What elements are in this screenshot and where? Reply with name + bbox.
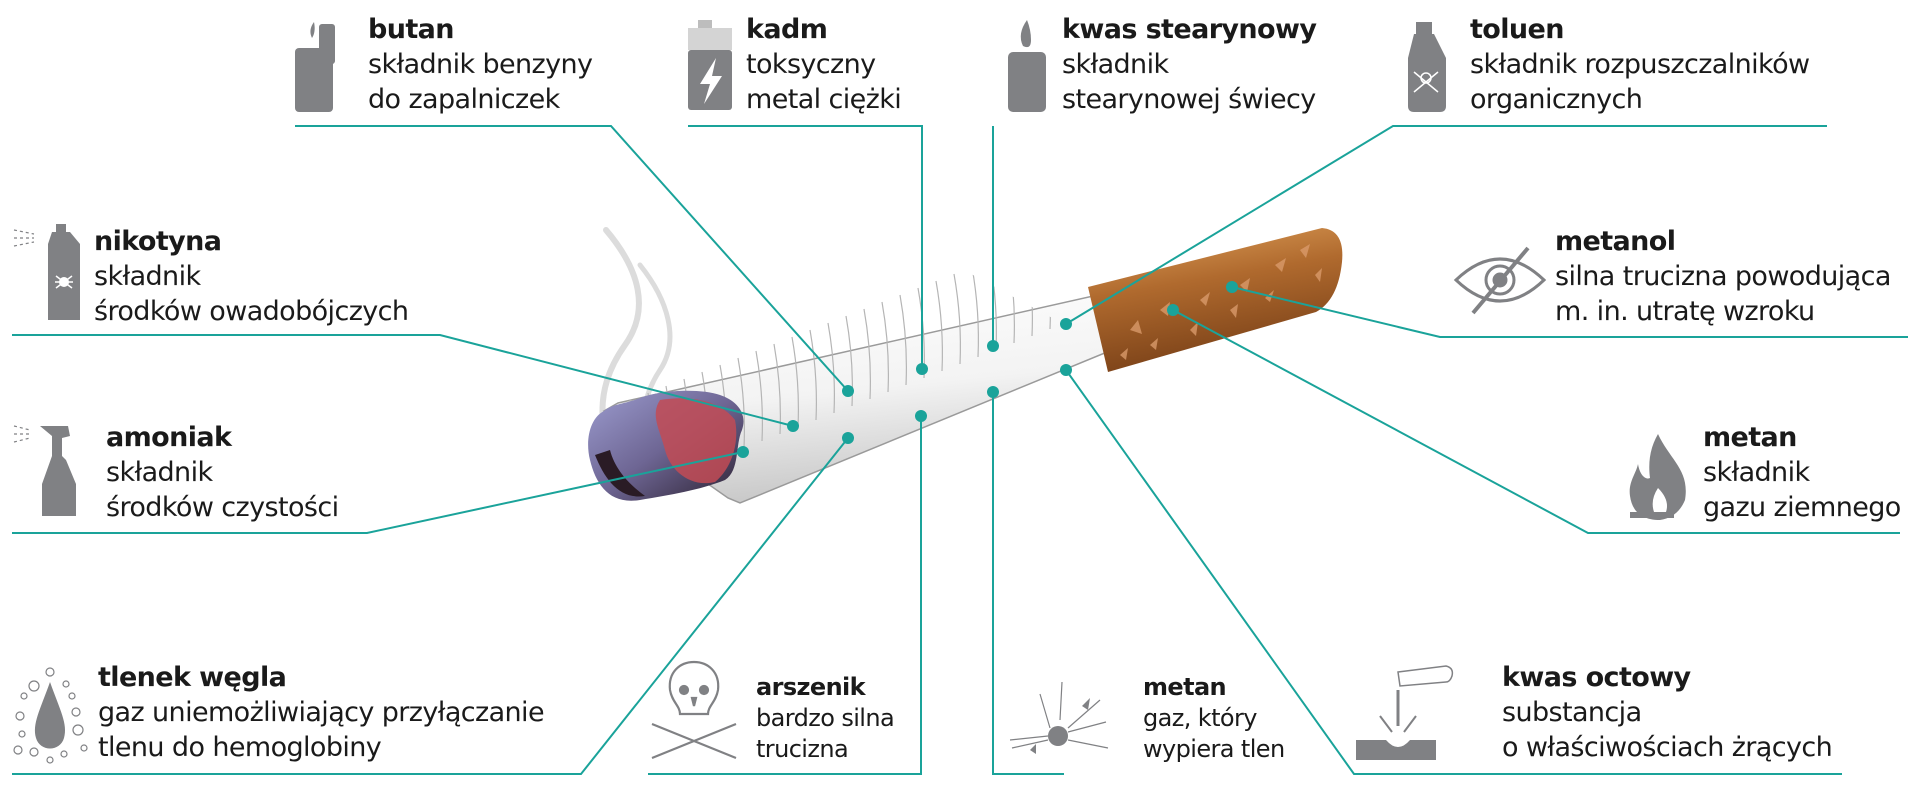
connector-toluen: [1065, 125, 1827, 325]
connector-arszenik: [648, 416, 922, 775]
insecticide-spray-icon: [13, 224, 80, 320]
substance-title: arszenik: [756, 673, 866, 701]
substance-desc-line: bardzo silna: [756, 704, 895, 732]
substance-title: amoniak: [106, 422, 232, 453]
connector-kadm: [688, 125, 923, 369]
substance-desc-line: składnik: [1703, 457, 1810, 488]
flame-icon: [1629, 434, 1686, 520]
substance-desc-line: o właściwościach żrących: [1502, 732, 1833, 763]
connector-butan: [295, 125, 849, 392]
substance-desc-line: gazu ziemnego: [1703, 492, 1901, 523]
substance-desc-line: składnik rozpuszczalników: [1470, 49, 1810, 80]
substance-title: nikotyna: [94, 226, 222, 257]
substance-desc-line: metal ciężki: [746, 84, 902, 115]
substance-title: kwas stearynowy: [1062, 14, 1317, 45]
substance-desc-line: toksyczny: [746, 49, 876, 80]
substance-title: toluen: [1470, 14, 1564, 45]
label-toluen: toluen składnik rozpuszczalników organic…: [1470, 12, 1810, 117]
label-kwas-stearynowy: kwas stearynowy składnik stearynowej świ…: [1062, 12, 1317, 117]
substance-desc-line: substancja: [1502, 697, 1642, 728]
connector-metanol: [1231, 286, 1908, 338]
battery-icon: [688, 20, 732, 110]
substance-desc-line: m. in. utratę wzroku: [1555, 296, 1815, 327]
explosion-icon: [1009, 681, 1109, 754]
poison-bottle-icon: [1408, 22, 1446, 112]
label-kadm: kadm toksyczny metal ciężki: [746, 12, 902, 117]
substance-desc-line: środków owadobójczych: [94, 296, 409, 327]
substance-desc-line: składnik: [1062, 49, 1169, 80]
substance-desc-line: składnik: [94, 261, 201, 292]
lighter-icon: [295, 22, 335, 112]
connector-dots: [737, 281, 1238, 458]
substance-desc-line: organicznych: [1470, 84, 1643, 115]
skull-crossbones-icon: [651, 660, 737, 760]
candle-icon: [1008, 20, 1046, 112]
label-metan-gaz-ziemny: metan składnik gazu ziemnego: [1703, 420, 1901, 525]
crossed-eye-icon: [1453, 246, 1547, 315]
connector-tlenek-wegla: [12, 437, 849, 775]
substance-desc-line: składnik: [106, 457, 213, 488]
substance-title: metanol: [1555, 226, 1676, 257]
substance-title: metan: [1703, 422, 1797, 453]
connector-metan-gaz-ziemny: [1172, 309, 1900, 534]
substance-desc-line: składnik benzyny: [368, 49, 593, 80]
corrosive-icon: [1356, 665, 1454, 760]
substance-desc-line: silna trucizna powodująca: [1555, 261, 1891, 292]
label-nikotyna: nikotyna składnik środków owadobójczych: [94, 224, 409, 329]
connector-lines: [12, 125, 1908, 775]
substance-title: butan: [368, 14, 455, 45]
label-butan: butan składnik benzyny do zapalniczek: [368, 12, 593, 117]
substance-desc-line: trucizna: [756, 735, 849, 763]
connector-amoniak: [12, 451, 744, 534]
substance-desc-line: gaz, który: [1143, 704, 1257, 732]
connector-metan-wypiera-tlen: [992, 392, 1064, 775]
label-tlenek-wegla: tlenek węgla gaz uniemożliwiający przyłą…: [98, 660, 545, 765]
label-metan-wypiera-tlen: metan gaz, który wypiera tlen: [1143, 672, 1285, 765]
connector-nikotyna: [12, 334, 794, 427]
label-metanol: metanol silna trucizna powodująca m. in.…: [1555, 224, 1891, 329]
substance-desc-line: środków czystości: [106, 492, 339, 523]
label-arszenik: arszenik bardzo silna trucizna: [756, 672, 895, 765]
substance-title: tlenek węgla: [98, 662, 287, 693]
connector-kwas-octowy: [1065, 369, 1842, 775]
substance-desc-line: tlenu do hemoglobiny: [98, 732, 382, 763]
label-kwas-octowy: kwas octowy substancja o właściwościach …: [1502, 660, 1833, 765]
substance-title: metan: [1143, 673, 1227, 701]
drop-bubbles-icon: [13, 667, 88, 764]
spray-bottle-icon: [13, 425, 76, 516]
substance-desc-line: wypiera tlen: [1143, 735, 1285, 763]
substance-desc-line: gaz uniemożliwiający przyłączanie: [98, 697, 545, 728]
substance-desc-line: stearynowej świecy: [1062, 84, 1316, 115]
cigarette: [588, 228, 1343, 504]
label-amoniak: amoniak składnik środków czystości: [106, 420, 339, 525]
substance-title: kwas octowy: [1502, 662, 1691, 693]
substance-desc-line: do zapalniczek: [368, 84, 560, 115]
substance-title: kadm: [746, 14, 828, 45]
